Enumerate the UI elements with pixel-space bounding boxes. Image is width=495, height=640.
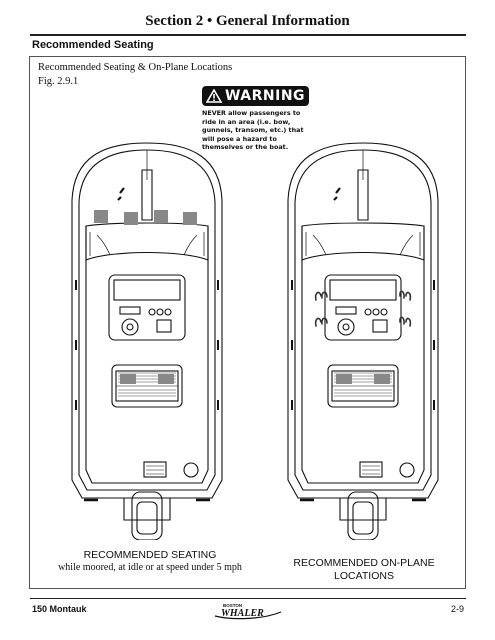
figure-title: Recommended Seating & On-Plane Locations [38, 62, 233, 73]
caption-on-plane-locations: RECOMMENDED ON-PLANE LOCATIONS [293, 557, 435, 582]
header-divider [30, 34, 466, 36]
warning-triangle-icon [205, 89, 222, 103]
footer-page-number: 2-9 [450, 604, 464, 614]
figure-number: Fig. 2.9.1 [38, 76, 79, 87]
logo-small-text: BOSTON [223, 603, 242, 608]
caption-left-title: RECOMMENDED SEATING [83, 549, 217, 561]
figure-frame [29, 56, 466, 589]
logo-main-text: WHALER [221, 608, 264, 619]
figure-caption: Recommended Seating & On-Plane Locations… [38, 61, 232, 89]
warning-banner: WARNING [202, 86, 309, 106]
boat-diagram-seating [71, 142, 223, 540]
footer-divider [30, 598, 466, 599]
page-header-title: Section 2 • General Information [145, 13, 350, 29]
boston-whaler-logo: BOSTON WHALER [214, 603, 282, 620]
warning-label: WARNING [224, 88, 306, 104]
footprint-icon [399, 316, 412, 327]
boat-diagram-on-plane [287, 142, 439, 540]
footer-model: 150 Montauk [32, 604, 87, 614]
footprint-icon [314, 317, 328, 327]
footprint-icon [399, 290, 412, 301]
caption-left-subtitle: while moored, at idle or at speed under … [58, 562, 242, 573]
warning-text: NEVER allow passengers to ride in an are… [202, 109, 304, 152]
footprint-icon [314, 291, 328, 301]
section-heading: Recommended Seating [32, 39, 154, 51]
caption-recommended-seating: RECOMMENDED SEATING while moored, at idl… [40, 549, 260, 573]
warning-box: WARNING NEVER allow passengers to ride i… [202, 86, 309, 152]
